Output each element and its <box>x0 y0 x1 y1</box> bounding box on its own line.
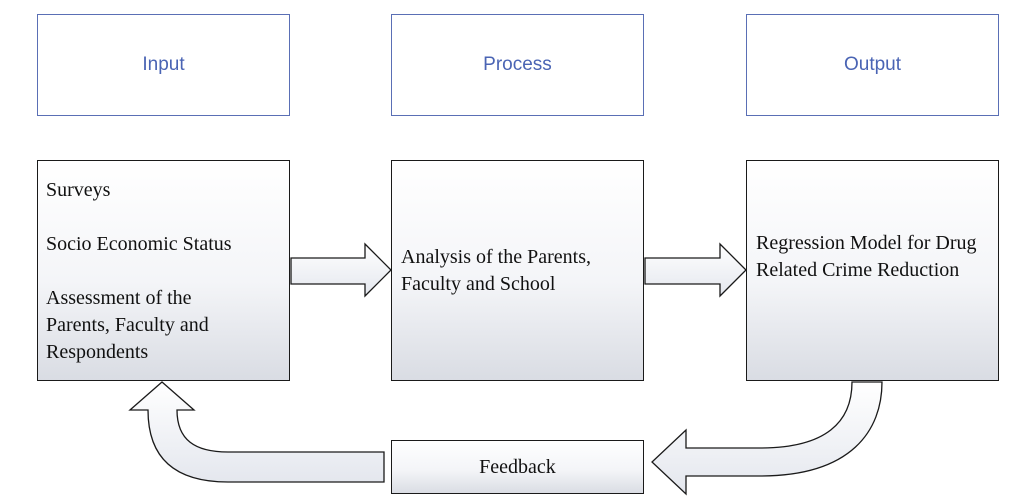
feedback-label: Feedback <box>479 455 556 478</box>
process-box-fill <box>391 160 644 381</box>
curved-arrow-icon <box>651 381 883 496</box>
output-box-fill <box>746 160 999 381</box>
input-header-label: Input <box>142 54 185 75</box>
output-header-label: Output <box>843 54 902 75</box>
output-header: Output <box>746 14 999 116</box>
output-box: Regression Model for Drug Related Crime … <box>746 160 999 381</box>
process-header-label: Process <box>483 54 552 75</box>
input-line-assessment: Assessment of the Parents, Faculty and R… <box>46 287 209 363</box>
process-box: Analysis of the Parents, Faculty and Sch… <box>391 160 644 381</box>
input-line-socio-economic: Socio Economic Status <box>46 233 232 255</box>
curved-arrow-icon <box>128 381 385 483</box>
right-arrow-icon <box>644 242 747 298</box>
feedback-box-fill <box>391 440 644 494</box>
right-arrow-icon <box>290 242 392 298</box>
input-box: Surveys Socio Economic Status Assessment… <box>37 160 290 381</box>
input-box-fill <box>37 160 290 381</box>
input-line-surveys: Surveys <box>46 179 111 201</box>
process-text: Analysis of the Parents, Faculty and Sch… <box>401 246 591 295</box>
output-text: Regression Model for Drug Related Crime … <box>756 232 977 281</box>
feedback-box: Feedback <box>391 440 644 494</box>
input-header: Input <box>37 14 290 116</box>
process-header: Process <box>391 14 644 116</box>
